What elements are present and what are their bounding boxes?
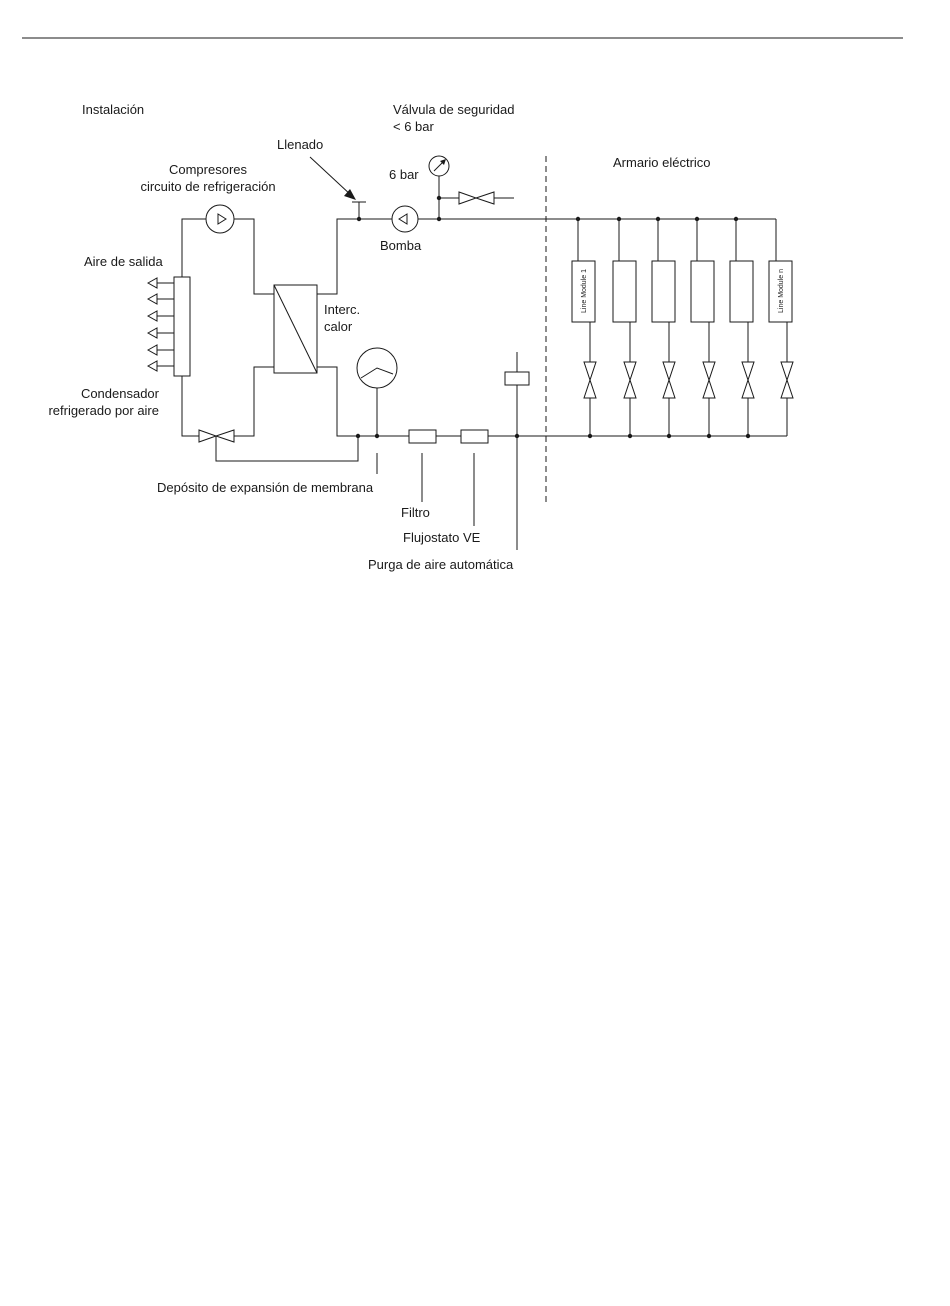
line-module-4 bbox=[691, 219, 715, 436]
safety-valve-limit-label: < 6 bar bbox=[393, 119, 435, 134]
refrigeration-circuit bbox=[182, 219, 358, 461]
pressure-gauge-icon bbox=[429, 156, 449, 219]
installation-label: Instalación bbox=[82, 102, 144, 117]
filling-label: Llenado bbox=[277, 137, 323, 152]
safety-valve-label: Válvula de seguridad bbox=[393, 102, 514, 117]
line-module-5 bbox=[730, 219, 754, 436]
pressure-label: 6 bar bbox=[389, 167, 419, 182]
cabinet-label: Armario eléctrico bbox=[613, 155, 711, 170]
heat-exchanger-label-2: calor bbox=[324, 319, 353, 334]
exhaust-air-label: Aire de salida bbox=[84, 254, 164, 269]
air-vent-label: Purga de aire automática bbox=[368, 557, 514, 572]
pump-icon bbox=[392, 206, 418, 232]
condenser-unit bbox=[174, 277, 190, 376]
heat-exchanger-icon bbox=[274, 285, 317, 373]
compressors-label: Compresores bbox=[169, 162, 248, 177]
line-module-3 bbox=[652, 219, 675, 436]
safety-valve-icon bbox=[439, 192, 514, 204]
air-vent-icon bbox=[505, 352, 529, 550]
expansion-tank-label: Depósito de expansión de membrana bbox=[157, 480, 374, 495]
filter-icon bbox=[409, 430, 436, 502]
refrigeration-circuit-label: circuito de refrigeración bbox=[140, 179, 275, 194]
line-module-1-label: Line Module 1 bbox=[581, 269, 588, 313]
line-module-1: Line Module 1 bbox=[572, 219, 596, 436]
compressor-icon bbox=[206, 205, 234, 233]
condenser-air-label: refrigerado por aire bbox=[48, 403, 159, 418]
exhaust-air-arrows bbox=[148, 278, 174, 371]
line-module-n: Line Module n bbox=[769, 219, 793, 436]
flow-switch-label: Flujostato VE bbox=[403, 530, 481, 545]
filling-connection bbox=[310, 157, 366, 219]
expansion-tank-icon bbox=[357, 348, 397, 474]
line-module-n-label: Line Module n bbox=[778, 269, 785, 313]
condenser-label: Condensador bbox=[81, 386, 160, 401]
flow-switch-icon bbox=[461, 430, 488, 526]
heat-exchanger-label: Interc. bbox=[324, 302, 360, 317]
pump-label: Bomba bbox=[380, 238, 422, 253]
filter-label: Filtro bbox=[401, 505, 430, 520]
line-module-2 bbox=[613, 219, 636, 436]
